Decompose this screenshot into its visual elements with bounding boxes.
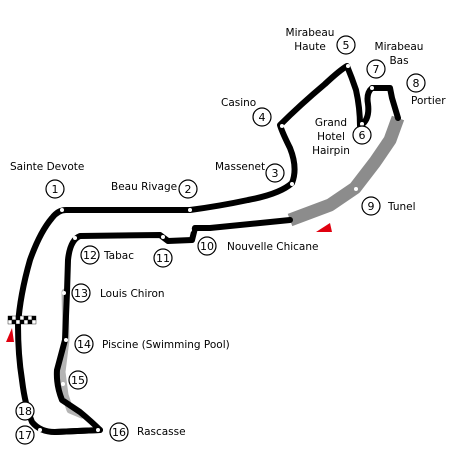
tunnel-section	[287, 115, 405, 227]
corner-number-15: 15	[71, 374, 85, 387]
corner-number-1: 1	[52, 183, 59, 196]
turn-dot-4	[280, 124, 284, 128]
corner-circle-6	[352, 125, 372, 145]
corner-marker-11: 11	[153, 248, 173, 268]
corner-name-3-line-1: Massenet	[215, 161, 265, 173]
corner-name-5-line-2: Haute	[294, 41, 326, 53]
corner-circle-9	[361, 196, 381, 216]
corner-name-7-line-2: Bas	[389, 55, 408, 67]
turn-dot-6	[360, 122, 364, 126]
corner-circle-1	[45, 179, 65, 199]
turn-dot-7	[370, 86, 374, 90]
corner-number-7: 7	[373, 63, 380, 76]
turn-dot-1	[60, 208, 64, 212]
corner-marker-17: 17	[15, 425, 35, 445]
corner-name-13-line-1: Louis Chiron	[100, 288, 165, 300]
corner-marker-18: 18	[15, 401, 35, 421]
corner-name-5-line-1: Mirabeau	[286, 27, 335, 39]
corner-number-10: 10	[200, 240, 214, 253]
corner-circle-17	[15, 425, 35, 445]
turn-dot-2	[188, 208, 192, 212]
corner-circle-16	[109, 422, 129, 442]
checkered-flag-icon	[7, 315, 37, 325]
corner-name-4-line-1: Casino	[221, 97, 256, 109]
corner-circle-8	[406, 73, 426, 93]
turn-dot-14	[64, 338, 68, 342]
corner-marker-16: 16 Rascasse	[109, 422, 186, 442]
corner-name-8-line-1: Portier	[411, 95, 446, 107]
corner-markers: 1 Sainte Devote 2 Beau Rivage 3 Massenet 4Casi…	[10, 27, 446, 445]
corner-number-17: 17	[18, 429, 32, 442]
corner-marker-12: 12 Tabac	[80, 245, 134, 265]
corner-circle-11	[153, 248, 173, 268]
corner-circle-4	[252, 107, 272, 127]
corner-circle-12	[80, 245, 100, 265]
corner-circle-3	[265, 163, 285, 183]
corner-number-6: 6	[359, 129, 366, 142]
corner-name-2-line-1: Beau Rivage	[111, 181, 177, 193]
corner-name-7-line-1: Mirabeau	[375, 41, 424, 53]
corner-marker-13: 13 Louis Chiron	[71, 283, 165, 303]
corner-marker-3: 3 Massenet	[215, 161, 285, 183]
corner-number-2: 2	[185, 183, 192, 196]
corner-circle-14	[74, 334, 94, 354]
corner-name-1-line-1: Sainte Devote	[10, 161, 84, 173]
corner-name-12-line-1: Tabac	[103, 250, 134, 262]
corner-name-6-line-2: Hotel	[317, 131, 345, 143]
turn-dot-12	[73, 236, 77, 240]
circuit-track-rascasse-link	[52, 427, 103, 435]
turn-dot-3	[290, 182, 294, 186]
corner-marker-2: 2 Beau Rivage	[111, 179, 198, 199]
turn-dot-13	[62, 291, 66, 295]
corner-number-13: 13	[74, 287, 88, 300]
corner-name-9-line-1: Tunel	[387, 201, 416, 213]
corner-circle-2	[178, 179, 198, 199]
corner-marker-9: 9 Tunel	[361, 196, 416, 216]
corner-number-11: 11	[156, 252, 170, 265]
corner-circle-5	[336, 35, 356, 55]
turn-dot-16	[96, 428, 100, 432]
corner-number-3: 3	[272, 167, 279, 180]
corner-number-18: 18	[18, 405, 32, 418]
corner-number-14: 14	[77, 338, 91, 351]
turn-dots	[22, 64, 400, 432]
turn-dot-5	[346, 64, 350, 68]
corner-circle-7	[366, 59, 386, 79]
corner-number-4: 4	[259, 111, 266, 124]
corner-number-5: 5	[343, 39, 350, 52]
corner-name-10-line-1: Nouvelle Chicane	[227, 241, 318, 253]
red-triangle-icon	[6, 328, 14, 342]
corner-number-12: 12	[83, 249, 97, 262]
corner-marker-1: 1 Sainte Devote	[10, 161, 84, 199]
corner-circle-10	[197, 236, 217, 256]
corner-circle-18	[15, 401, 35, 421]
turn-dot-8	[396, 90, 400, 94]
red-triangle-icon	[316, 223, 332, 232]
corner-name-6-line-3: Hairpin	[312, 145, 350, 157]
corner-number-16: 16	[112, 426, 126, 439]
turn-dot-17	[38, 428, 42, 432]
turn-dot-11	[161, 235, 165, 239]
corner-marker-14: 14 Piscine (Swimming Pool)	[74, 334, 230, 354]
corner-circle-15	[68, 370, 88, 390]
corner-number-9: 9	[368, 200, 375, 213]
corner-name-6-line-1: Grand	[315, 117, 347, 129]
turn-dot-10	[188, 228, 192, 232]
turn-dot-15	[61, 382, 65, 386]
corner-marker-15: 15	[68, 370, 88, 390]
corner-marker-10: 10 Nouvelle Chicane	[197, 236, 318, 256]
corner-circle-13	[71, 283, 91, 303]
corner-number-8: 8	[413, 77, 420, 90]
corner-name-14-line-1: Piscine (Swimming Pool)	[102, 339, 230, 351]
corner-name-16-line-1: Rascasse	[137, 426, 186, 438]
turn-dot-9	[354, 187, 358, 191]
